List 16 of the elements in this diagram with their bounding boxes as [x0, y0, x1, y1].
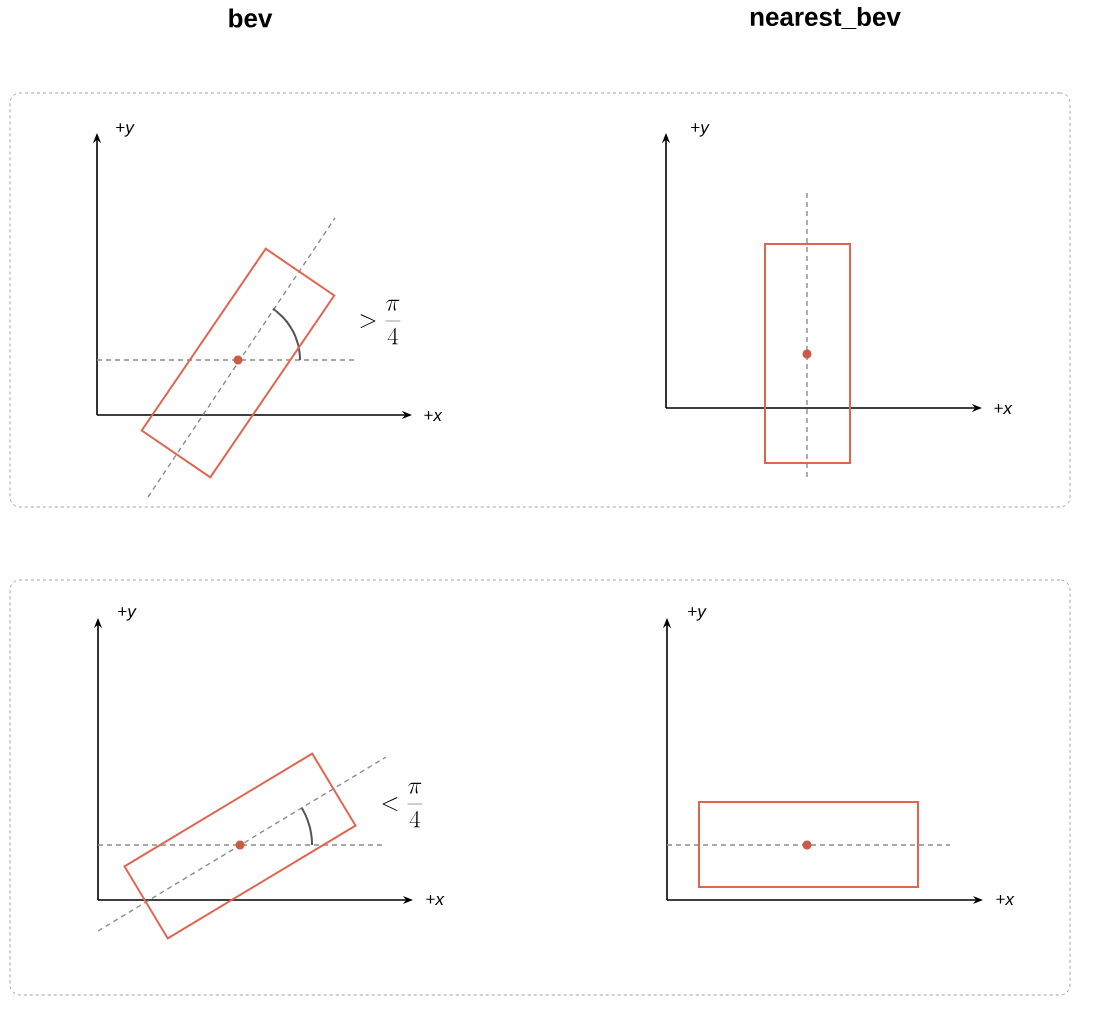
axis-label: +y [691, 123, 710, 137]
angle-label: $> \frac{\pi}{4}$ [360, 299, 401, 345]
axis-label: +y [116, 123, 135, 137]
bounding-box-rectangle [764, 243, 851, 464]
axis-label: +y [118, 607, 137, 621]
bounding-box-rectangle [698, 801, 919, 888]
angle-label: $< \frac{\pi}{4}$ [382, 782, 423, 828]
axis-label: +x [996, 895, 1015, 905]
panel-frame [9, 579, 1071, 996]
axis-label: +x [994, 404, 1013, 414]
axis-label: +y [688, 607, 707, 621]
panel-frame [9, 92, 1071, 508]
column-title: bev [229, 8, 273, 28]
axis-label: +x [426, 895, 445, 905]
column-title: nearest_bev [750, 7, 901, 29]
axis-label: +x [424, 411, 443, 421]
